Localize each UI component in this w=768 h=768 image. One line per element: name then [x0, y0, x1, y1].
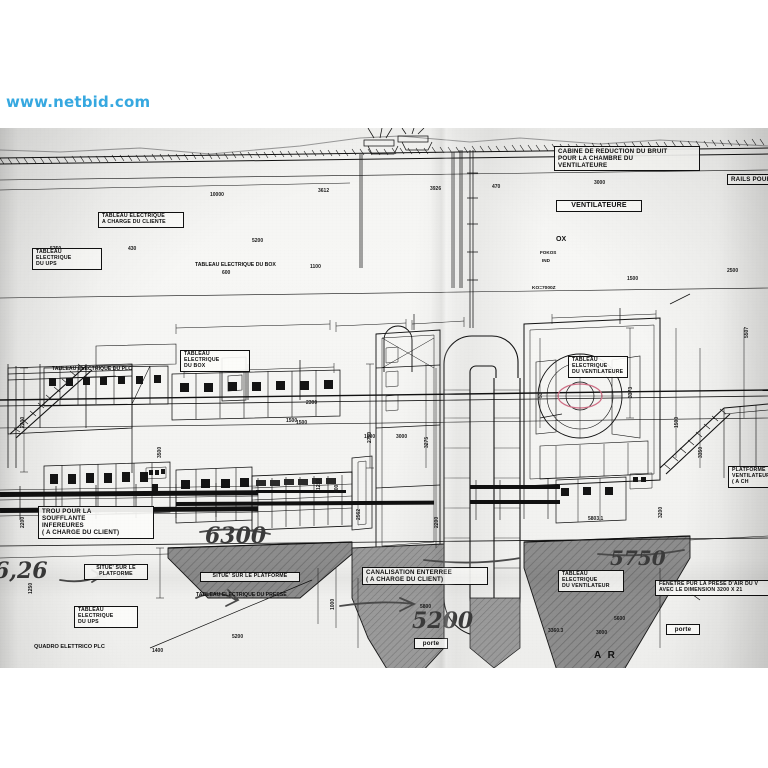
callout-fan-board-bottom: TABLEAU ELECTRIQUE DU VENTILATEUR — [558, 570, 624, 592]
callout-ventilateur: VENTILATEURE — [556, 200, 642, 213]
dim-top-5: 3000 — [594, 180, 606, 186]
dim-v-left-3: 3500 — [157, 446, 163, 458]
label-press-board: TABLEAU ELECTRIQUE DU PRESSE — [196, 592, 287, 598]
drawing-linework — [0, 128, 768, 668]
label-box-board-top: TABLEAU ELECTRIQUE DU BOX — [195, 262, 276, 268]
callout-platform-topleft: SITUE' SUR LE PLATFORME — [84, 564, 148, 580]
dim-c2: 1500 — [296, 420, 308, 426]
dim-row2-5: 1100 — [310, 264, 321, 270]
dim-top-4: 470 — [492, 184, 501, 190]
callout-noise-reduction-cabin: CABINE DE REDUCTION DU BRUIT POUR LA CHA… — [554, 146, 700, 172]
netbid-watermark: www.netbid.com — [6, 93, 151, 111]
callout-box-board-mid: TABLEAU ELECTRIQUE DU BOX — [180, 350, 250, 372]
dim-v-p4: 3200 — [658, 506, 664, 518]
dim-top-3: 3926 — [430, 186, 442, 192]
label-plc-board: TABLEAU ELECTRIQUE DU PLC — [52, 366, 133, 372]
dim-top-2: 3612 — [318, 188, 330, 194]
dim-v-r1: 53 — [538, 392, 544, 398]
handwriting-5750: 5750 — [610, 546, 666, 570]
callout-platform-center: SITUE' SUR LE PLATFORME — [200, 572, 300, 582]
handwriting-626: 6,26 — [0, 558, 48, 584]
callout-porte-2: porte — [666, 624, 700, 636]
dim-v-r4: 3350 — [698, 446, 704, 458]
dim-row2-4: 600 — [222, 270, 231, 276]
dim-low-4: 3360.3 — [548, 628, 564, 634]
callout-fan-board-right: TABLEAU ELECTRIQUE DU VENTILATEURE — [568, 356, 628, 378]
label-fan-tag-fokos: FOKOS — [540, 250, 557, 255]
label-fan-tag-ind: IND — [542, 258, 550, 263]
handwriting-6300: 6300 — [205, 523, 267, 549]
dim-c4: 3000 — [396, 434, 408, 440]
dim-low-3: 5200 — [232, 634, 244, 640]
dim-low-2: 5800 — [420, 604, 432, 610]
dim-row2-1: 5200 — [252, 238, 264, 244]
dim-top-1: 10000 — [210, 192, 224, 198]
handwriting-5200: 5200 — [412, 608, 474, 634]
dim-v-p2: 1250 — [316, 478, 322, 490]
dim-row3-6: 1500 — [627, 276, 639, 282]
dim-v-left-1: 2200 — [20, 416, 26, 428]
dim-v-c3: 2200 — [434, 516, 440, 528]
dim-v-r3: 1500 — [674, 416, 680, 428]
dim-row2-6: 2500 — [727, 268, 739, 274]
dim-low-7: 1400 — [152, 648, 164, 654]
dim-v-c2: 3275 — [424, 436, 430, 448]
callout-blower-hole: TROU POUR LA SOUFFLANTE INFEREURES ( A C… — [38, 506, 154, 539]
dim-row2-3: 430 — [128, 246, 137, 252]
label-fan-tag-ox: OX — [556, 236, 567, 243]
dim-v-p3: 2562 — [356, 508, 362, 520]
callout-client-electrical-board: TABLEAU ELECTRIQUE A CHARGE DU CLIENTE — [98, 212, 184, 228]
dim-v-left-2: 2200 — [20, 516, 26, 528]
dim-v-b2: 1000 — [330, 598, 336, 610]
callout-rails: RAILS POUR — [727, 174, 768, 186]
dim-c1: 2300 — [306, 400, 318, 406]
dim-c5: 1500 — [286, 418, 298, 424]
dim-v-r2: 3373 — [628, 386, 634, 398]
callout-ups-board-bottom: TABLEAU ELECTRIQUE DU UPS — [74, 606, 138, 628]
dim-v-p1: 900 — [334, 484, 340, 493]
callout-platform-fan-right: PLATFORME VENTILATEUR ( A CH — [728, 466, 768, 488]
callout-air-intake-window: FENETRE PUR LA PRESE D'AIR DU V AVEC LE … — [655, 580, 768, 596]
callout-buried-pipe: CANALISATION ENTERREE ( A CHARGE DU CLIE… — [362, 567, 488, 586]
handwriting-marks — [59, 528, 685, 612]
callout-ups-board-left: TABLEAU ELECTRIQUE DU UPS — [32, 248, 102, 270]
label-ar: A R — [594, 650, 617, 661]
dim-v-r5: 5507 — [744, 326, 750, 338]
label-fan-tag-ko: KO=7000Z — [532, 286, 556, 291]
dim-low-1: 5803.1 — [588, 516, 604, 522]
dim-low-6: 5600 — [614, 616, 626, 622]
scanned-drawing-sheet: CABINE DE REDUCTION DU BRUIT POUR LA CHA… — [0, 128, 768, 668]
dim-c3: 1500 — [364, 434, 376, 440]
callout-porte-1: porte — [414, 638, 448, 650]
label-quadro-elettrico-plc: QUADRO ELETTRICO PLC — [34, 644, 105, 650]
dim-low-5: 3000 — [596, 630, 608, 636]
dim-v-b1: 1250 — [28, 582, 34, 594]
